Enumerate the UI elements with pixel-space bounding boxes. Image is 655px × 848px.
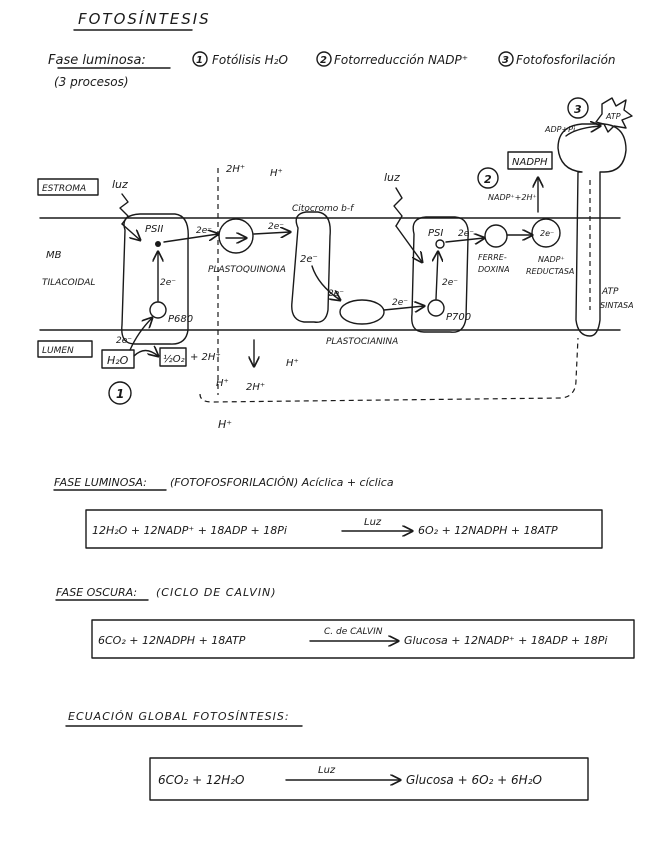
water-e-label: 2e⁻ [116, 336, 132, 346]
page-title: FOTOSÍNTESIS [78, 9, 211, 28]
p700-circle [428, 300, 444, 316]
ps1-fd-e-label: 2e⁻ [458, 229, 474, 239]
plus-2h-label: + 2H⁺ [190, 352, 221, 363]
membrane-label-2: TILACOIDAL [42, 278, 95, 288]
lumen-h-label: H⁺ [216, 378, 229, 389]
p680-circle [150, 302, 166, 318]
lumen-2h-label: 2H⁺ [246, 382, 265, 393]
global-eq-arrow-label: Luz [318, 765, 336, 776]
atp-sintasa-label-1: ATP [601, 287, 619, 297]
luz-1-label: luz [112, 178, 128, 191]
cyt-pc-e-label: 2e⁻ [328, 289, 344, 299]
p700-label: P700 [446, 312, 471, 323]
ps1-up-arrow [436, 252, 438, 299]
luminosa-eq-arrow-label: Luz [364, 517, 382, 528]
process-1-text: Fotólisis H₂O [212, 53, 288, 67]
luminosa-eq-left: 12H₂O + 12NADP⁺ + 18ADP + 18Pi [92, 524, 287, 537]
luz-2-label: luz [384, 171, 400, 184]
oscura-eq-left: 6CO₂ + 12NADPH + 18ATP [98, 634, 246, 647]
global-eq-left: 6CO₂ + 12H₂O [158, 773, 245, 787]
water-split-arrow [134, 351, 158, 357]
lumen-h3-label: H⁺ [218, 418, 232, 431]
process-3-text: Fotofosforilación [516, 53, 616, 67]
plastoquinona-label: PLASTOQUINONA [208, 265, 286, 275]
luminosa-section-heading: FASE LUMINOSA: [54, 476, 147, 489]
plastocianina-ellipse [340, 300, 384, 324]
atp-label: ATP [605, 112, 621, 121]
global-section-heading: ECUACIÓN GLOBAL FOTOSÍNTESIS: [68, 710, 290, 723]
nadp-2h-label: NADP⁺+2H⁺ [488, 193, 537, 202]
marker-1: 1 [116, 387, 124, 401]
lumen-h2-label: H⁺ [286, 358, 299, 369]
estroma-label: ESTROMA [42, 184, 86, 194]
pq-cyt-e-label: 2e⁻ [268, 222, 284, 232]
p680-label: P680 [168, 314, 193, 325]
h2o-label: H₂O [107, 354, 129, 367]
ps1-center-dot [436, 240, 444, 248]
luminosa-section-subtitle: (FOTOFOSFORILACIÓN) Acíclica + cíclica [170, 476, 394, 489]
process-3-number: 3 [502, 55, 509, 66]
citocromo-complex [292, 212, 331, 322]
marker-3: 3 [574, 103, 582, 116]
membrane-label-1: MB [46, 250, 62, 261]
stroma-2h-label: 2H⁺ [226, 164, 245, 175]
plastoquinona-circle [219, 219, 253, 253]
citocromo-label: Citocromo b-f [292, 204, 355, 214]
oscura-section-heading: FASE OSCURA: [56, 586, 137, 599]
luz-1-zigzag [120, 194, 128, 224]
cyt-e-label: 2e⁻ [300, 254, 318, 265]
oscura-eq-arrow-label: C. de CALVIN [324, 627, 383, 637]
nadp-reductasa-label-2: REDUCTASA [526, 267, 574, 276]
stroma-h-label: H⁺ [270, 168, 283, 179]
global-eq-right: Glucosa + 6O₂ + 6H₂O [406, 773, 542, 787]
fnr-e-label: 2e⁻ [540, 229, 554, 238]
luz-2-zigzag [394, 188, 402, 226]
ps1-e-label: 2e⁻ [442, 278, 458, 288]
nadph-label: NADPH [512, 157, 548, 168]
thylakoid-diagram: ESTROMA LUMEN MB TILACOIDAL PSII P680 2e… [38, 98, 634, 431]
ps2-label: PSII [145, 224, 163, 235]
ps2-e-label: 2e⁻ [160, 278, 176, 288]
oscura-section-subtitle: (CICLO DE CALVIN) [156, 586, 277, 599]
nadp-reductasa-label-1: NADP⁺ [538, 255, 565, 264]
marker-2: 2 [484, 173, 492, 186]
atp-sintasa-label-2: SINTASA [600, 301, 634, 310]
luminosa-eq-right: 6O₂ + 12NADPH + 18ATP [418, 524, 558, 537]
pq-to-cyt-arrow [254, 232, 290, 234]
ps1-label: PSI [428, 228, 443, 239]
luminosa-processes-count: (3 procesos) [54, 75, 129, 89]
plastocianina-label: PLASTOCIANINA [326, 337, 398, 347]
ps2-center-dot [155, 241, 161, 247]
lumen-label: LUMEN [42, 346, 74, 356]
ferredoxina-label-1: FERRE- [478, 253, 507, 262]
process-2-text: Fotorreducción NADP⁺ [334, 53, 468, 67]
luz-2-arrow [396, 226, 422, 262]
process-2-number: 2 [320, 55, 327, 66]
oscura-eq-right: Glucosa + 12NADP⁺ + 18ADP + 18Pi [404, 634, 607, 647]
ps2-pq-e-label: 2e⁻ [196, 226, 212, 236]
water-electron-arrow [130, 318, 152, 350]
luminosa-header-label: Fase luminosa: [48, 53, 146, 68]
ferredoxina-label-2: DOXINA [478, 265, 510, 274]
ferredoxina-circle [485, 225, 507, 247]
pc-ps1-e-label: 2e⁻ [392, 298, 408, 308]
half-o2-label: ½O₂ [163, 353, 185, 365]
process-1-number: 1 [196, 55, 203, 66]
